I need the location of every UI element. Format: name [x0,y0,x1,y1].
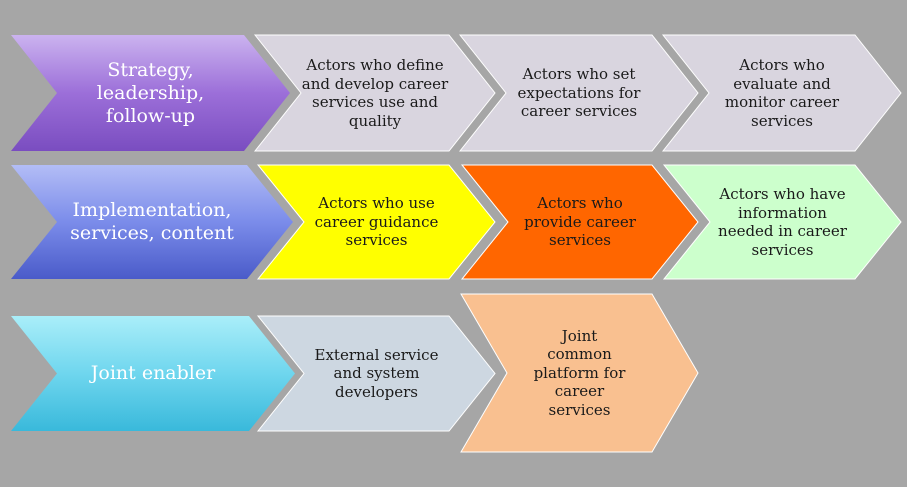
chevron-set-expectations: Actors who set expectations for career s… [460,35,698,151]
chevron-label: External service and system developers [314,345,439,401]
chevron-provide-services: Actors who provide career services [462,165,698,279]
item-chevron-shape [662,164,902,280]
item-chevron-shape [256,164,496,280]
item-chevron-shape [253,34,496,152]
chevron-label: Actors who define and develop career ser… [301,56,449,130]
chevron-external-developers: External service and system developers [258,316,495,431]
chevron-define-develop: Actors who define and develop career ser… [255,35,495,151]
chevron-evaluate-monitor: Actors who evaluate and monitor career s… [663,35,901,151]
header-chevron-shape [11,165,293,279]
header-chevron-implementation: Implementation, services, content [11,165,293,279]
header-chevron-shape [11,316,295,431]
item-chevron-shape [661,34,902,152]
item-chevron-shape [460,293,699,453]
header-label: Implementation, services, content [70,199,234,244]
header-label: Joint enabler [90,362,216,384]
chevron-label: Actors who use career guidance services [314,194,439,250]
header-chevron-joint-enabler: Joint enabler [11,316,295,431]
chevron-use-guidance: Actors who use career guidance services [258,165,495,279]
header-chevron-shape [11,35,290,151]
header-label: Strategy, leadership, follow-up [96,58,205,127]
chevron-label: Actors who provide career services [524,194,636,250]
chevron-joint-platform: Joint common platform for career service… [461,294,698,452]
chevron-have-information: Actors who have information needed in ca… [664,165,901,279]
chevron-label: Joint common platform for career service… [533,326,626,419]
item-chevron-shape [256,315,496,432]
chevron-label: Actors who have information needed in ca… [718,185,847,259]
header-chevron-strategy: Strategy, leadership, follow-up [11,35,290,151]
item-chevron-shape [458,34,699,152]
chevron-label: Actors who evaluate and monitor career s… [724,56,840,130]
item-chevron-shape [460,164,699,280]
chevron-label: Actors who set expectations for career s… [517,65,641,121]
